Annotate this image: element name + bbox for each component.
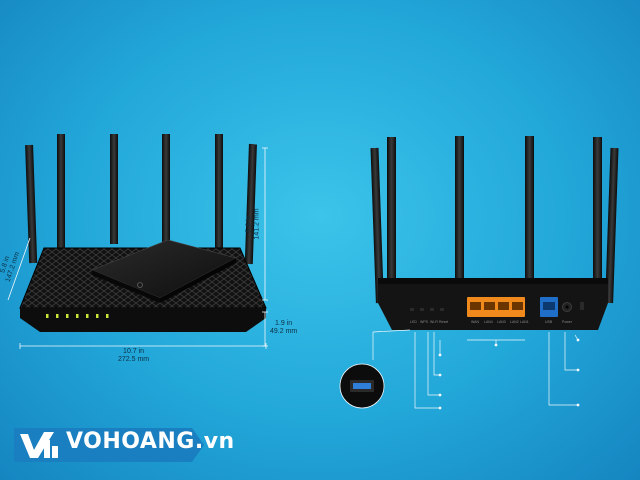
- width-dimension-label: 10.7 in 272.5 mm: [118, 348, 150, 363]
- antenna: [455, 136, 464, 304]
- port-label: LAN1: [520, 320, 529, 324]
- antenna: [593, 137, 602, 305]
- antenna: [162, 134, 170, 244]
- logo-badge-icon: [14, 428, 204, 462]
- logo-text: VOHOANG.vn: [66, 429, 235, 454]
- antenna: [525, 136, 534, 304]
- antenna: [215, 134, 223, 262]
- antenna: [110, 134, 118, 244]
- antenna: [605, 147, 619, 304]
- callout-lines: [372, 329, 579, 409]
- side-height-dimension-label: 1.9 in 49.2 mm: [270, 320, 298, 335]
- height-dimension-label: 5.6 in 141.2 mm: [245, 208, 261, 240]
- antenna: [244, 143, 257, 265]
- antenna: [25, 144, 38, 264]
- front-router: [19, 134, 267, 332]
- port-label: LAN2: [510, 320, 519, 324]
- port-label: USB: [545, 320, 553, 324]
- port-label: Reset: [439, 320, 449, 324]
- port-label: LED: [410, 320, 417, 324]
- lan-ports: [467, 297, 525, 317]
- usb-port-detail: [339, 363, 385, 409]
- port-label: Power: [562, 320, 572, 324]
- port-label: WAN: [471, 320, 480, 324]
- vohoang-logo: VOHOANG.vn: [14, 426, 234, 464]
- dimension-lines: [7, 147, 268, 349]
- antenna: [370, 147, 384, 304]
- port-label: Wi-Fi: [430, 320, 439, 324]
- antenna: [57, 134, 65, 262]
- rear-router: [370, 136, 619, 330]
- port-label: LAN4: [484, 320, 493, 324]
- antenna: [387, 137, 396, 305]
- port-label: LAN3: [497, 320, 506, 324]
- port-label: WPS: [420, 320, 428, 324]
